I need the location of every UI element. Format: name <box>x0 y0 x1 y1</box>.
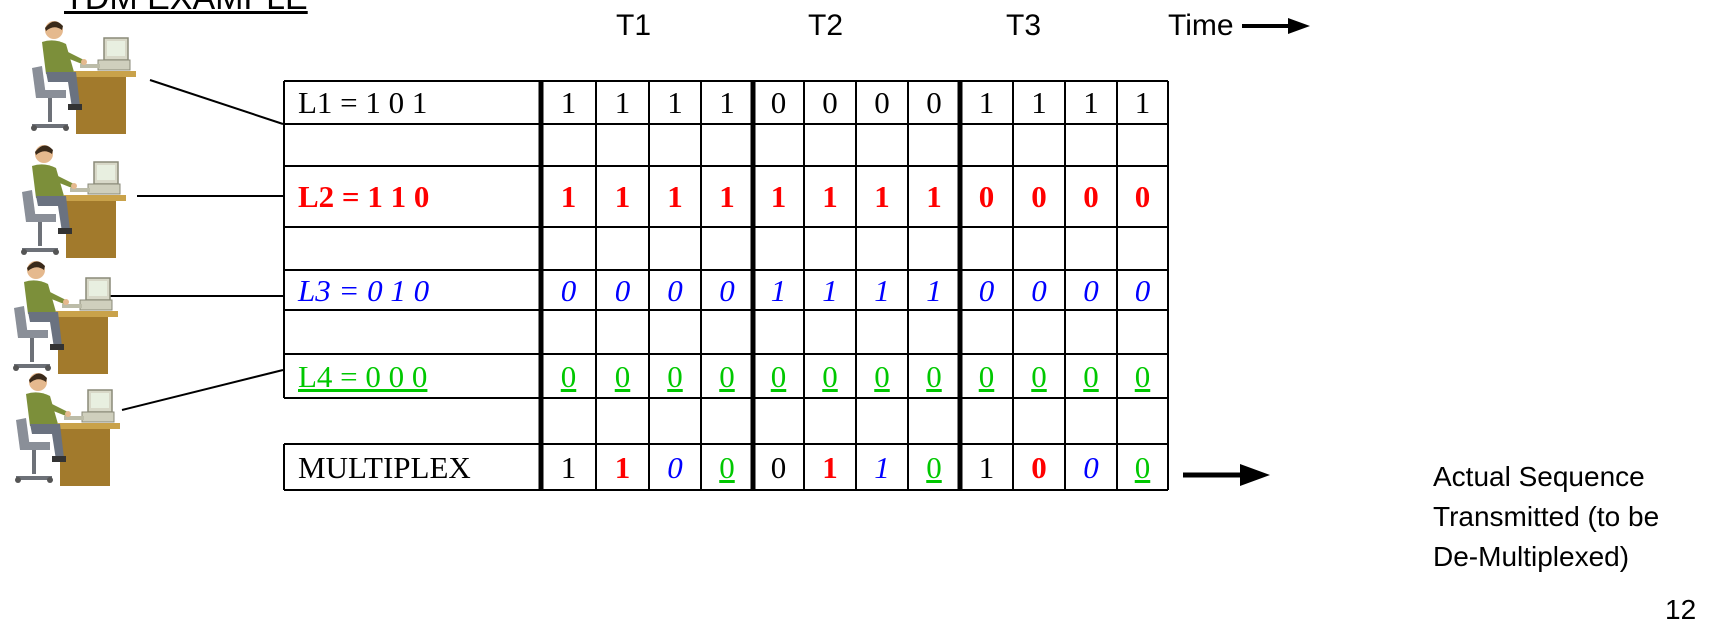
bit-cell: 0 <box>856 354 908 398</box>
time-arrow-icon <box>1288 18 1310 34</box>
arrow-right-icon <box>1240 464 1270 486</box>
bit-cell: 1 <box>908 270 960 310</box>
multiplex-bit-cell: 0 <box>1013 444 1065 490</box>
bit-cell: 1 <box>1065 81 1117 124</box>
bit-cell: 0 <box>701 270 753 310</box>
bit-cell: 1 <box>1117 81 1168 124</box>
output-note-line-1: Actual Sequence <box>1433 457 1659 497</box>
bit-cell: 0 <box>1117 270 1168 310</box>
bit-cell: 0 <box>649 270 701 310</box>
bit-cell: 0 <box>960 166 1013 227</box>
computer-user-icon <box>0 256 120 384</box>
bit-cell: 1 <box>701 81 753 124</box>
bit-cell: 0 <box>649 354 701 398</box>
bit-cell: 1 <box>856 270 908 310</box>
bit-cell: 0 <box>960 354 1013 398</box>
page-number: 12 <box>1665 593 1696 627</box>
bit-cell: 1 <box>649 81 701 124</box>
bit-cell: 0 <box>960 270 1013 310</box>
bit-cell: 1 <box>753 270 804 310</box>
row-label-2: L2 = 1 1 0 <box>284 166 541 227</box>
bit-cell: 0 <box>1065 354 1117 398</box>
computer-user-icon <box>2 368 122 496</box>
bit-cell: 0 <box>1013 166 1065 227</box>
bit-cell: 0 <box>804 81 856 124</box>
bit-cell: 1 <box>960 81 1013 124</box>
bit-cell: 0 <box>1013 354 1065 398</box>
bit-cell: 0 <box>1117 354 1168 398</box>
multiplex-bit-cell: 1 <box>856 444 908 490</box>
connector-l1 <box>150 80 283 124</box>
bit-cell: 0 <box>541 354 596 398</box>
multiplex-bit-cell: 1 <box>596 444 649 490</box>
multiplex-bit-cell: 1 <box>541 444 596 490</box>
multiplex-bit-cell: 1 <box>804 444 856 490</box>
bit-cell: 1 <box>753 166 804 227</box>
output-note-line-3: De-Multiplexed) <box>1433 537 1659 577</box>
multiplex-bit-cell: 0 <box>1065 444 1117 490</box>
bit-cell: 0 <box>908 81 960 124</box>
bit-cell: 0 <box>908 354 960 398</box>
bit-cell: 1 <box>908 166 960 227</box>
multiplex-bit-cell: 0 <box>753 444 804 490</box>
bit-cell: 1 <box>856 166 908 227</box>
bit-cell: 1 <box>541 166 596 227</box>
bit-cell: 1 <box>541 81 596 124</box>
row-label-1: L1 = 1 0 1 <box>284 81 541 124</box>
bit-cell: 0 <box>1117 166 1168 227</box>
bit-cell: 0 <box>1065 270 1117 310</box>
output-note: Actual Sequence Transmitted (to be De-Mu… <box>1433 457 1659 577</box>
bit-cell: 0 <box>541 270 596 310</box>
computer-user-icon <box>8 140 128 268</box>
bit-cell: 0 <box>753 81 804 124</box>
bit-cell: 1 <box>596 166 649 227</box>
bit-cell: 0 <box>596 270 649 310</box>
bit-cell: 0 <box>1013 270 1065 310</box>
bit-cell: 1 <box>596 81 649 124</box>
multiplex-label: MULTIPLEX <box>284 444 541 490</box>
bit-cell: 1 <box>804 270 856 310</box>
bit-cell: 0 <box>701 354 753 398</box>
bit-cell: 0 <box>856 81 908 124</box>
row-label-3: L3 = 0 1 0 <box>284 270 541 310</box>
multiplex-bit-cell: 0 <box>908 444 960 490</box>
bit-cell: 0 <box>596 354 649 398</box>
bit-cell: 1 <box>804 166 856 227</box>
bit-cell: 1 <box>701 166 753 227</box>
multiplex-bit-cell: 1 <box>960 444 1013 490</box>
connector-l4 <box>122 370 283 410</box>
output-note-line-2: Transmitted (to be <box>1433 497 1659 537</box>
bit-cell: 0 <box>753 354 804 398</box>
bit-cell: 1 <box>1013 81 1065 124</box>
multiplex-bit-cell: 0 <box>649 444 701 490</box>
multiplex-bit-cell: 0 <box>701 444 753 490</box>
bit-cell: 1 <box>649 166 701 227</box>
multiplex-bit-cell: 0 <box>1117 444 1168 490</box>
bit-cell: 0 <box>804 354 856 398</box>
row-label-4: L4 = 0 0 0 <box>284 354 541 398</box>
bit-cell: 0 <box>1065 166 1117 227</box>
computer-user-icon <box>18 16 138 144</box>
